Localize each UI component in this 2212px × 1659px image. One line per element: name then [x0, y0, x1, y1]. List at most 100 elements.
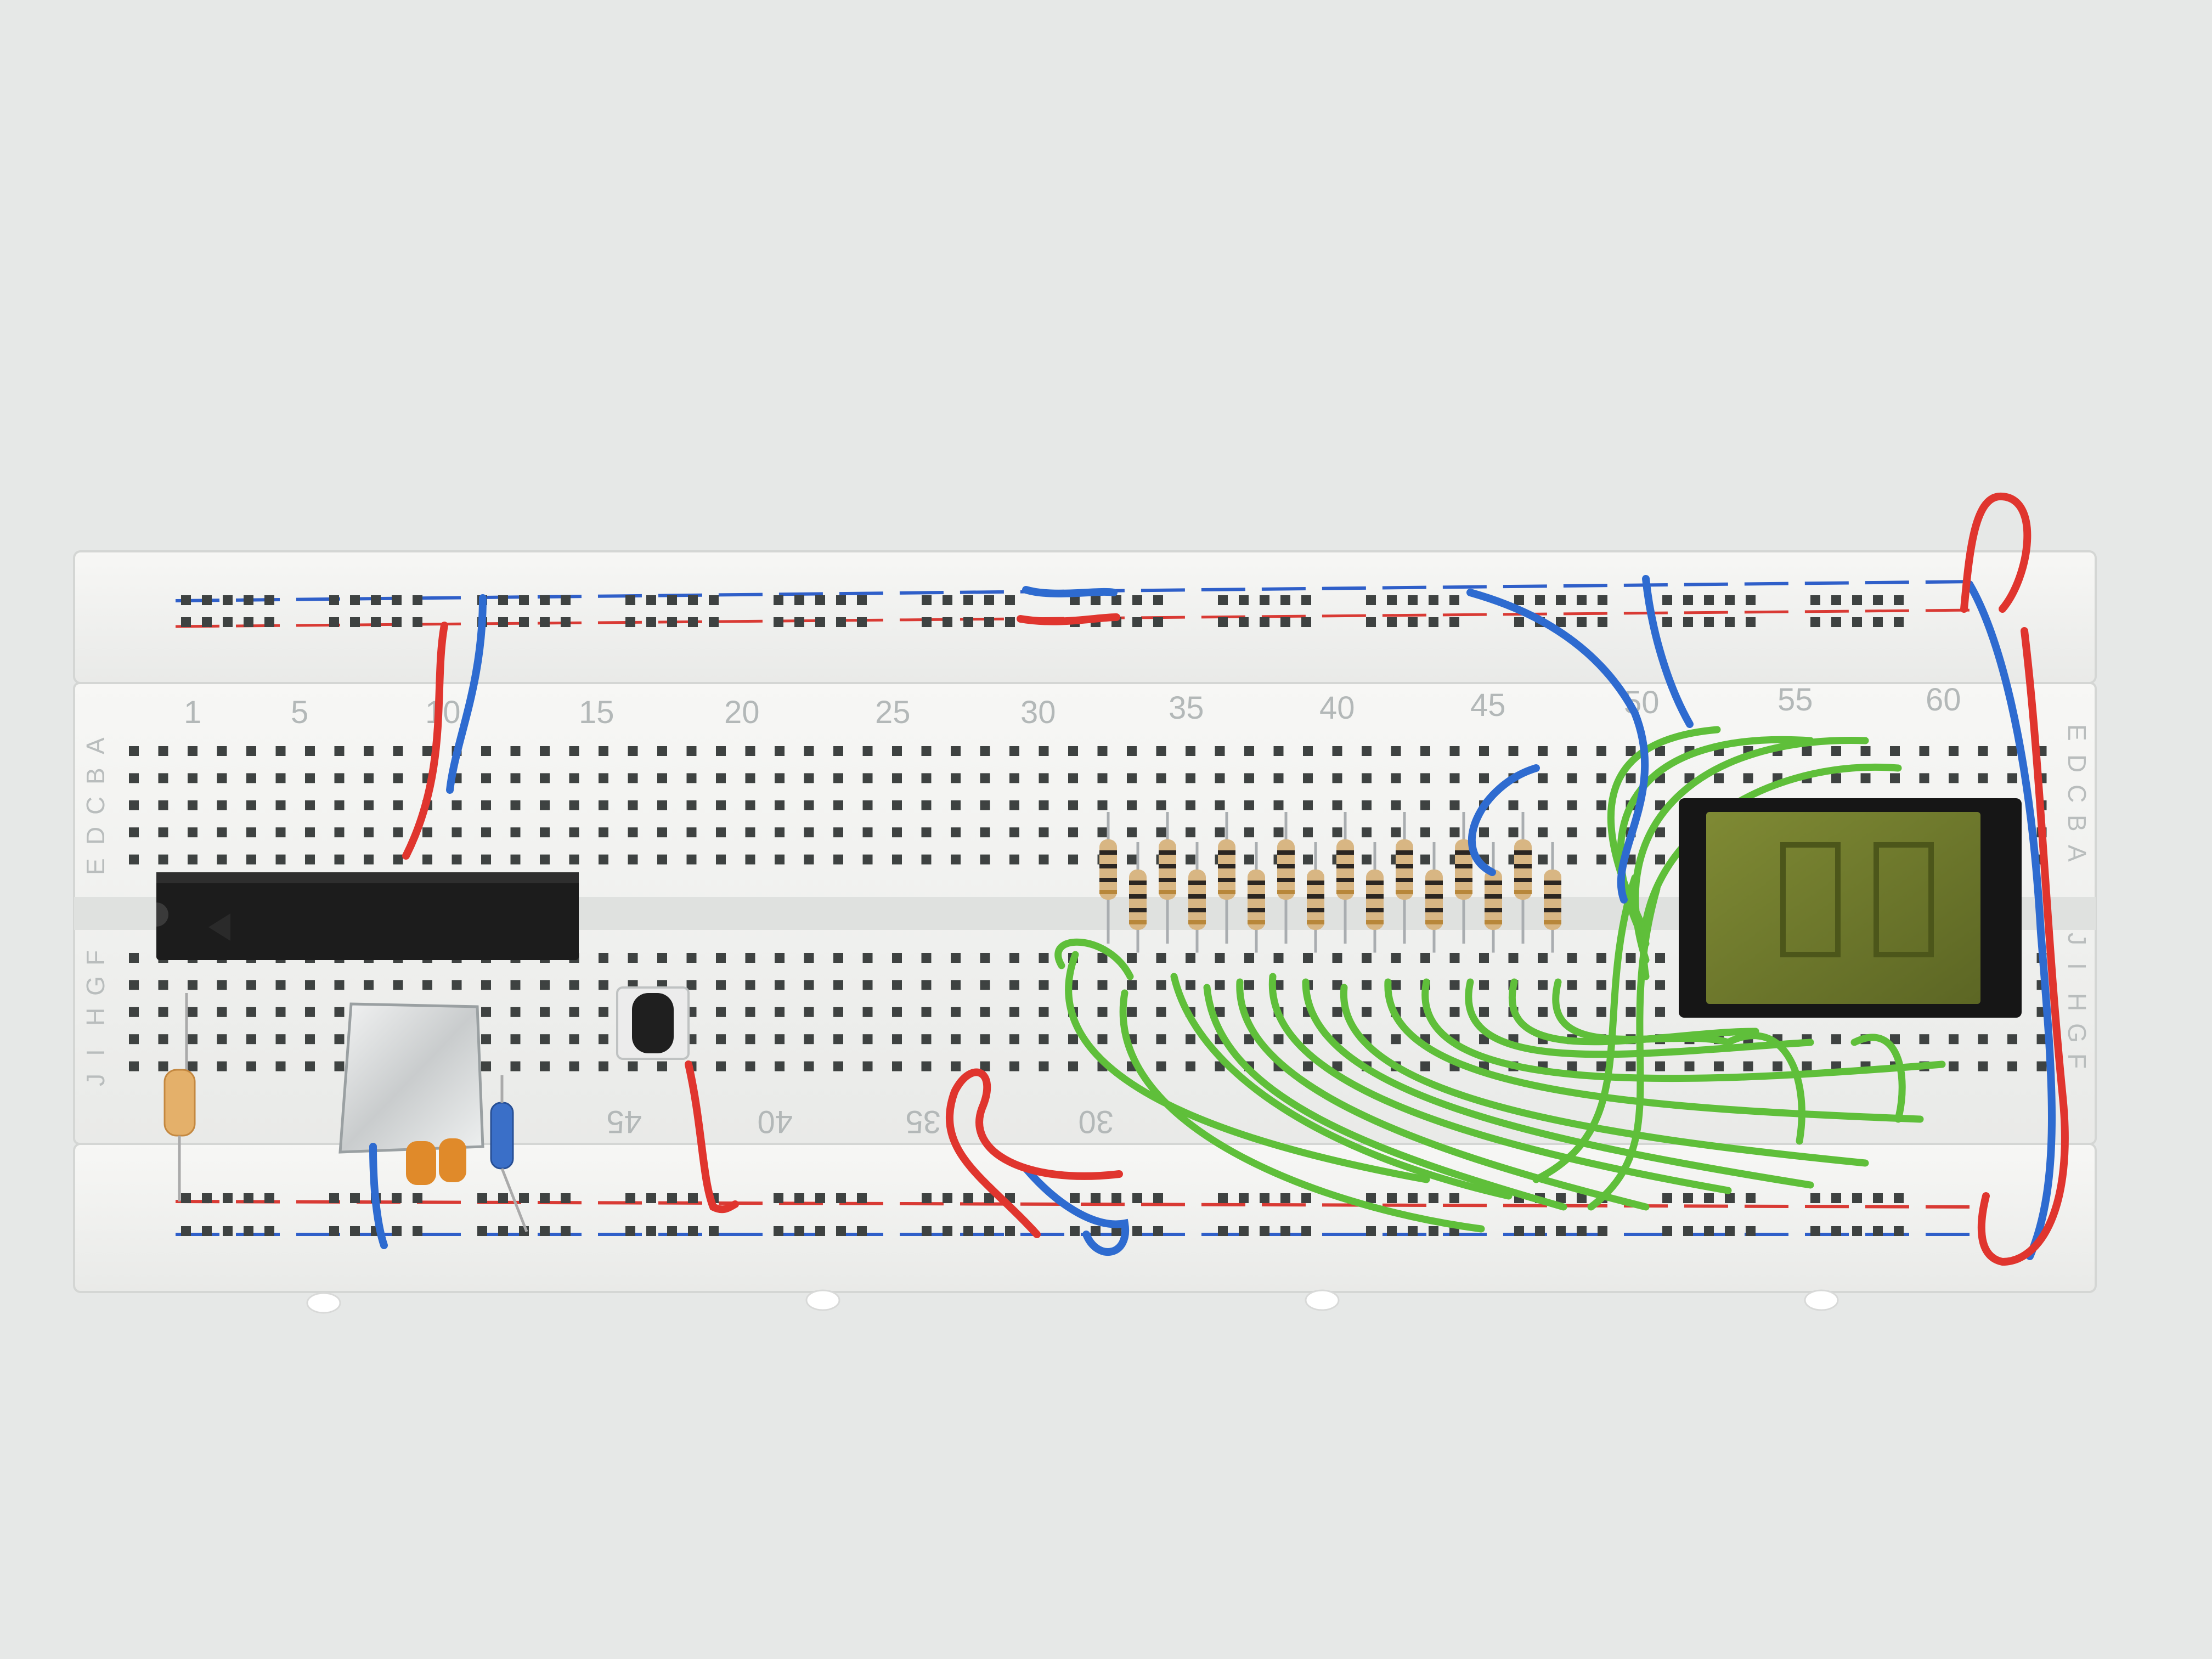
breadboard-hole	[2007, 773, 2017, 783]
breadboard-hole	[1111, 1193, 1121, 1203]
breadboard-hole	[246, 773, 256, 783]
breadboard-hole	[1655, 980, 1665, 990]
breadboard-hole	[1725, 1226, 1735, 1236]
breadboard-hole	[1831, 1034, 1841, 1045]
breadboard-hole	[413, 1193, 422, 1203]
breadboard-hole	[1596, 854, 1606, 865]
breadboard-hole	[350, 595, 360, 605]
breadboard-hole	[1714, 1061, 1724, 1071]
breadboard-hole	[217, 980, 227, 990]
breadboard-hole	[217, 773, 227, 783]
resistor-band	[1544, 881, 1561, 885]
breadboard-hole	[1626, 773, 1636, 783]
breadboard-hole	[646, 595, 656, 605]
breadboard-hole	[129, 773, 139, 783]
breadboard-hole	[1556, 595, 1566, 605]
breadboard-hole	[264, 1226, 274, 1236]
breadboard-hole	[1186, 800, 1195, 810]
breadboard-hole	[1538, 773, 1548, 783]
breadboard-hole	[921, 773, 932, 783]
breadboard-hole	[1039, 746, 1049, 756]
row-label-d: D	[81, 827, 110, 845]
breadboard-hole	[202, 1226, 212, 1236]
breadboard-hole	[921, 1061, 932, 1071]
breadboard-hole	[804, 980, 814, 990]
breadboard-hole	[1577, 1193, 1587, 1203]
resistor	[1218, 812, 1235, 944]
breadboard-hole	[1009, 746, 1019, 756]
breadboard-hole	[1852, 1193, 1862, 1203]
breadboard-hole	[921, 854, 932, 865]
breadboard-hole	[1683, 595, 1693, 605]
breadboard-hole	[1479, 746, 1489, 756]
resistor-band	[1307, 894, 1324, 899]
breadboard-hole	[1303, 773, 1313, 783]
breadboard-hole	[129, 854, 139, 865]
breadboard-hole	[1039, 1007, 1049, 1017]
breadboard-hole	[1894, 617, 1904, 627]
row-label-right-i: I	[2063, 963, 2091, 970]
breadboard-hole	[569, 746, 579, 756]
breadboard-hole	[745, 1034, 755, 1045]
breadboard-hole	[364, 800, 374, 810]
breadboard-hole	[305, 773, 315, 783]
breadboard-hole	[716, 746, 726, 756]
breadboard-hole	[862, 746, 873, 756]
resistor-band	[1336, 850, 1354, 855]
breadboard-hole	[862, 827, 873, 838]
breadboard-hole	[371, 595, 381, 605]
breadboard-hole	[1186, 1061, 1195, 1071]
breadboard-hole	[305, 980, 315, 990]
breadboard-hole	[1538, 800, 1548, 810]
breadboard-hole	[1514, 595, 1524, 605]
breadboard-hole	[246, 1007, 256, 1017]
breadboard-hole	[202, 1193, 212, 1203]
breadboard-hole	[1596, 800, 1606, 810]
resistor	[1485, 842, 1502, 953]
lcd-display	[1679, 798, 2022, 1018]
breadboard-hole	[1949, 1061, 1959, 1071]
row-label-b: B	[81, 768, 110, 785]
breadboard-hole	[1743, 773, 1753, 783]
breadboard-hole	[1387, 1193, 1397, 1203]
breadboard-hole	[1577, 595, 1587, 605]
breadboard-hole	[1535, 1226, 1545, 1236]
breadboard-hole	[158, 854, 168, 865]
resistor-band	[1307, 920, 1324, 924]
breadboard-hole	[181, 1226, 191, 1236]
breadboard-hole	[1303, 1061, 1313, 1071]
row-label-right-c: C	[2063, 785, 2091, 803]
breadboard-hole	[223, 1193, 233, 1203]
breadboard-hole	[1449, 773, 1460, 783]
breadboard-hole	[1852, 617, 1862, 627]
breadboard-hole	[1704, 1193, 1714, 1203]
breadboard-hole	[392, 595, 402, 605]
breadboard-hole	[1662, 595, 1672, 605]
col-label-60: 60	[1926, 682, 1961, 718]
breadboard-hole	[628, 953, 638, 963]
resistor-band	[1366, 894, 1384, 899]
breadboard-hole	[1596, 773, 1606, 783]
breadboard-hole	[481, 827, 491, 838]
push-button[interactable]	[616, 986, 690, 1060]
breadboard-hole	[510, 773, 521, 783]
breadboard-hole	[1746, 1226, 1756, 1236]
breadboard-hole	[264, 1193, 274, 1203]
breadboard-hole	[1273, 800, 1284, 810]
resistor-band	[1485, 881, 1502, 885]
breadboard-hole	[1186, 827, 1195, 838]
green-wire	[1054, 938, 1134, 980]
breadboard-hole	[223, 617, 233, 627]
breadboard-hole	[951, 827, 961, 838]
breadboard-hole	[745, 1061, 755, 1071]
breadboard-hole	[951, 1007, 961, 1017]
resistor-band	[1248, 908, 1265, 912]
breadboard-hole	[1802, 1061, 1812, 1071]
breadboard-hole	[628, 800, 638, 810]
breadboard-hole	[686, 854, 697, 865]
breadboard-hole	[1567, 854, 1577, 865]
breadboard-hole	[984, 617, 994, 627]
breadboard-hole	[599, 953, 608, 963]
resistor-band	[1248, 881, 1265, 885]
breadboard-hole	[1097, 800, 1108, 810]
